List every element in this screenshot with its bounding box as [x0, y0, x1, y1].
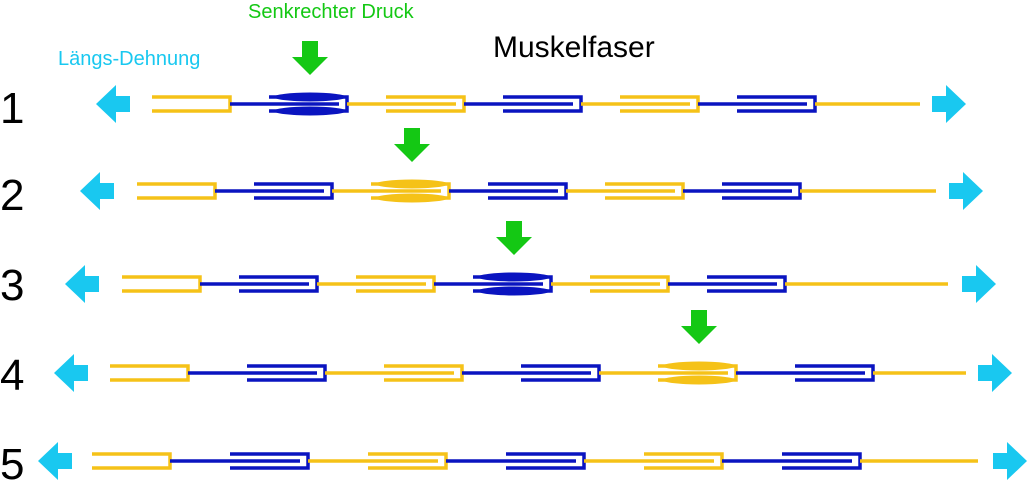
compressed-lens — [274, 92, 346, 102]
compressed-lens — [663, 375, 735, 385]
compressed-lens — [376, 179, 448, 189]
row-number-3: 3 — [0, 261, 25, 310]
cyan-arrow-left-icon — [54, 354, 88, 392]
sleeve — [110, 364, 190, 382]
fiber-label: Muskelfaser — [493, 31, 655, 64]
cyan-arrow-left-icon — [80, 172, 114, 210]
cyan-arrow-right-icon — [993, 442, 1027, 480]
stretch-label: Längs-Dehnung — [58, 48, 201, 70]
green-arrow-down-icon — [681, 310, 717, 344]
compressed-lens — [478, 272, 550, 282]
sleeve — [92, 452, 172, 470]
row-number-1: 1 — [0, 84, 25, 133]
cyan-arrow-left-icon — [65, 265, 99, 303]
cyan-arrow-right-icon — [978, 354, 1012, 392]
cyan-arrow-left-icon — [38, 442, 72, 480]
cyan-arrow-right-icon — [949, 172, 983, 210]
row-number-4: 4 — [0, 351, 25, 400]
compressed-lens — [274, 106, 346, 116]
sleeve — [137, 182, 217, 200]
cyan-arrow-right-icon — [932, 85, 966, 123]
compressed-lens — [663, 361, 735, 371]
row-number-5: 5 — [0, 440, 25, 489]
cyan-arrow-left-icon — [96, 85, 130, 123]
cyan-arrow-right-icon — [962, 265, 996, 303]
green-arrow-down-icon — [394, 128, 430, 162]
compressed-lens — [376, 193, 448, 203]
sleeve — [122, 275, 202, 293]
compressed-lens — [478, 286, 550, 296]
green-arrow-down-icon — [292, 41, 328, 75]
pressure-label: Senkrechter Druck — [248, 1, 414, 23]
green-arrow-down-icon — [496, 221, 532, 255]
sleeve — [152, 95, 232, 113]
row-number-2: 2 — [0, 171, 25, 220]
